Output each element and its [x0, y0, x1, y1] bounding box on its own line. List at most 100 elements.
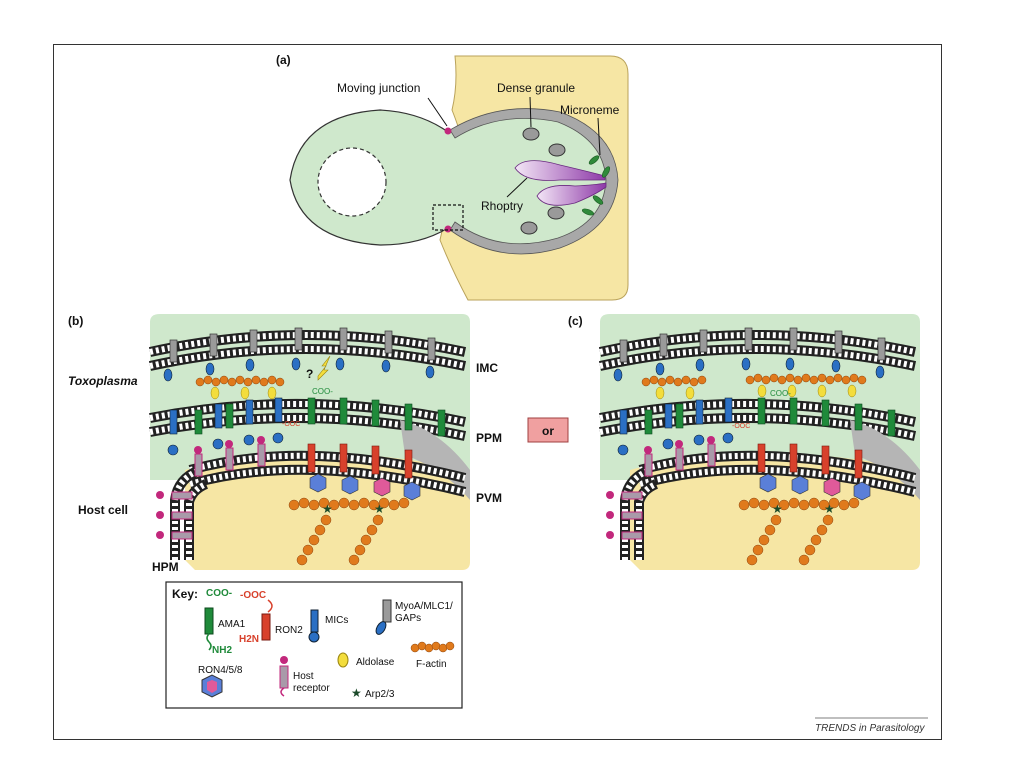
leader-moving-junction [427, 97, 448, 127]
key-mics-label: MICs [325, 615, 348, 626]
key-ron2-ooc: -OOC [240, 590, 266, 601]
panel-c-label: (c) [568, 314, 583, 328]
key-host-receptor-icon [279, 665, 289, 689]
myoa-motors-c [619, 327, 886, 363]
key-myoa-line1: MyoA/MLC1/ [395, 601, 453, 612]
factin-c-host [738, 497, 860, 566]
key-host-receptor-line2: receptor [293, 683, 330, 694]
host-receptors-b [156, 436, 266, 540]
key-ama1-icon [204, 607, 214, 635]
ama1-b [194, 397, 446, 437]
key-myoa-icon [382, 599, 392, 623]
factin-b-upper [195, 375, 285, 387]
ron458-b [309, 473, 421, 501]
host-receptors-c [606, 436, 716, 540]
mics-c [617, 397, 734, 456]
pvm-membrane-c [638, 450, 917, 497]
aldolase-c [655, 384, 857, 400]
micronemes [581, 155, 610, 216]
aldolase-b [210, 386, 277, 400]
key-ron2-tail [267, 599, 273, 613]
key-host-receptor-tail [280, 687, 285, 697]
label-pvm: PVM [476, 491, 502, 505]
arp23-star-b2: ★ [374, 502, 385, 516]
key-host-receptor-ball [280, 656, 288, 664]
factin-b-host [288, 497, 410, 566]
key-arp23-icon: ★ [351, 686, 362, 700]
factin-c-upper [641, 373, 867, 387]
pvm-membrane-b [188, 450, 467, 497]
ron458-c [759, 473, 871, 501]
arp23-star-c2: ★ [824, 502, 835, 516]
label-host-cell: Host cell [78, 503, 128, 517]
key-aldolase-label: Aldolase [356, 657, 395, 668]
label-coo-b: COO- [312, 387, 333, 396]
imc-membrane-b [148, 330, 467, 371]
key-ama1-nh2: NH2 [212, 645, 232, 656]
panel-a: (a) Moving junction Dense granu [276, 53, 629, 301]
label-ooc-b: -OOC [282, 421, 300, 428]
ppm-membrane-c [599, 398, 917, 441]
key-ron2-icon [261, 613, 271, 641]
label-imc: IMC [476, 361, 498, 375]
key-ron458-label: RON4/5/8 [198, 665, 243, 676]
dense-granule-1 [522, 127, 540, 141]
ama1-c [644, 397, 896, 437]
panel-b: (b) [68, 314, 502, 574]
key-ama1-tail [206, 633, 212, 651]
key-host-receptor-line1: Host [293, 671, 314, 682]
mics-b [167, 397, 284, 456]
myoa-heads-b [163, 357, 435, 382]
key-box: Key: COO- NH2 AMA1 -OOC H2N RON2 MICs My… [165, 581, 463, 709]
label-rhoptry: Rhoptry [481, 199, 523, 213]
key-factin-icon [410, 641, 455, 653]
label-ooc-c: -OOC [732, 423, 750, 430]
credit-text: TRENDS in Parasitology [815, 723, 925, 734]
panel-a-label: (a) [276, 53, 291, 67]
dense-granule-3 [520, 221, 538, 235]
panel-b-label: (b) [68, 314, 83, 328]
key-myoa-line2: GAPs [395, 613, 421, 624]
ron2-c [757, 443, 863, 479]
key-arp23-label: Arp2/3 [365, 689, 395, 700]
label-ppm: PPM [476, 431, 502, 445]
key-ama1-coo: COO- [206, 588, 232, 599]
ron2-b [307, 443, 413, 479]
panel-c: (c) [568, 314, 920, 570]
leader-rhoptry [506, 177, 528, 198]
dense-granule-2 [548, 143, 566, 157]
label-coo-c: COO- [770, 389, 791, 398]
or-label: or [542, 424, 554, 438]
dense-granule-4 [547, 206, 565, 220]
key-aldolase-icon [337, 652, 349, 668]
leader-microneme [597, 117, 601, 156]
label-question-b: ? [306, 367, 313, 381]
key-ron2-h2n: H2N [239, 634, 259, 645]
leader-dense-granule [529, 96, 532, 128]
rhoptry-1 [514, 160, 606, 181]
myoa-motors-b [169, 327, 436, 363]
rhoptry-2 [536, 182, 607, 206]
key-mics-ball [308, 631, 320, 643]
label-toxoplasma: Toxoplasma [68, 374, 138, 388]
arp23-star-b1: ★ [322, 502, 333, 516]
arp23-star-c1: ★ [772, 502, 783, 516]
key-ron458-inner [207, 680, 217, 693]
label-hpm: HPM [152, 560, 179, 574]
nucleus [317, 147, 387, 217]
key-mics-icon [310, 609, 319, 633]
imc-membrane-c [598, 330, 917, 371]
key-myoa-head [375, 621, 387, 635]
label-moving-junction: Moving junction [337, 81, 420, 95]
ppm-membrane-b [149, 398, 467, 441]
label-microneme: Microneme [560, 103, 620, 117]
key-title: Key: [172, 587, 198, 601]
key-ron2-label: RON2 [275, 625, 303, 636]
zoom-box [432, 204, 464, 231]
key-factin-label: F-actin [416, 659, 447, 670]
myoa-heads-c [613, 357, 885, 382]
key-ama1-label: AMA1 [218, 619, 246, 630]
junction-dot-top [444, 127, 452, 135]
or-box: or [527, 417, 569, 443]
